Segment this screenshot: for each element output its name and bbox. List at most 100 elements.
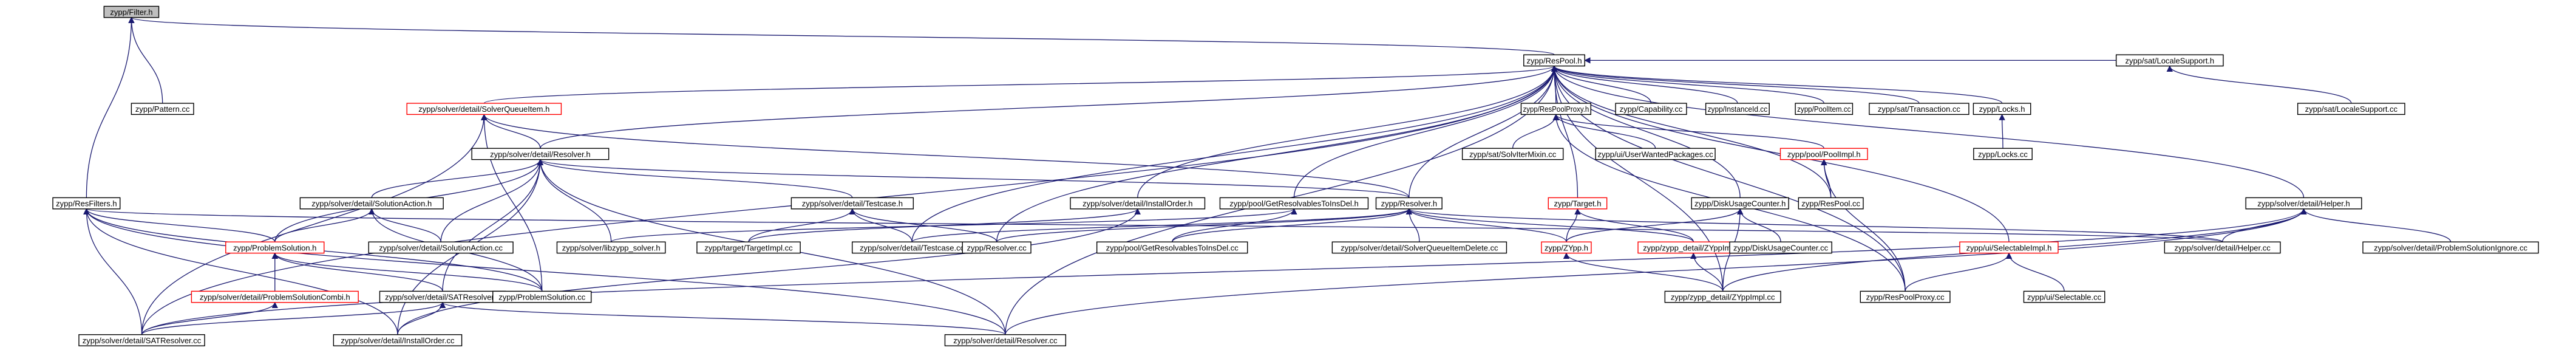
- file-node[interactable]: zypp/sat/SolvIterMixin.cc: [1461, 148, 1564, 160]
- file-node[interactable]: zypp/solver/detail/SATResolver.h: [379, 290, 506, 303]
- file-node[interactable]: zypp/Pattern.cc: [131, 103, 194, 115]
- include-edge: [1005, 208, 2307, 335]
- include-edge: [271, 252, 443, 292]
- file-node[interactable]: zypp/solver/detail/Resolver.h: [471, 148, 610, 160]
- node-label: zypp/ui/Selectable.cc: [2027, 293, 2102, 302]
- file-node[interactable]: zypp/solver/detail/InstallOrder.cc: [333, 334, 463, 346]
- file-node[interactable]: zypp/sat/LocaleSupport.cc: [2297, 103, 2405, 115]
- node-box: [1331, 241, 1507, 254]
- file-node[interactable]: zypp/Target.h: [1548, 197, 1608, 210]
- include-edge: [369, 208, 441, 242]
- file-node[interactable]: zypp/pool/GetResolvablesToInsDel.cc: [1096, 241, 1248, 254]
- file-node[interactable]: zypp/Locks.h: [1973, 103, 2031, 115]
- file-node[interactable]: zypp/ZYpp.h: [1541, 241, 1592, 254]
- node-box: [1070, 197, 1206, 210]
- file-node[interactable]: zypp/sat/LocaleSupport.h: [2115, 54, 2224, 67]
- file-node[interactable]: zypp/solver/detail/SolverQueueItemDelete…: [1331, 241, 1507, 254]
- file-node[interactable]: zypp/ResPool.h: [1523, 54, 1585, 67]
- file-node[interactable]: zypp/solver/detail/SolutionAction.h: [299, 197, 444, 210]
- node-label: zypp/ui/UserWantedPackages.cc: [1597, 149, 1713, 159]
- file-node[interactable]: zypp/solver/detail/Testcase.cc: [852, 241, 973, 254]
- include-edge: [483, 65, 1557, 104]
- file-node[interactable]: zypp/solver/detail/SATResolver.cc: [78, 334, 205, 346]
- file-node[interactable]: zypp/Capability.cc: [1615, 103, 1687, 115]
- file-node[interactable]: zypp/solver/detail/Helper.cc: [2164, 241, 2281, 254]
- file-node[interactable]: zypp/zypp_detail/ZYppImpl.cc: [1664, 290, 1781, 303]
- file-node[interactable]: zypp/solver/detail/SolverQueueItem.h: [406, 103, 562, 115]
- file-node[interactable]: zypp/DiskUsageCounter.cc: [1729, 241, 1832, 254]
- include-edge: [1551, 65, 1652, 104]
- node-box: [944, 334, 1067, 346]
- file-node[interactable]: zypp/DiskUsageCounter.h: [1691, 197, 1789, 210]
- file-node[interactable]: zypp/ResPool.cc: [1798, 197, 1864, 210]
- node-box: [2115, 54, 2224, 67]
- node-label: zypp/solver/detail/Helper.h: [2257, 199, 2350, 208]
- include-edge: [1551, 65, 1579, 198]
- file-node[interactable]: zypp/ui/UserWantedPackages.cc: [1595, 148, 1716, 160]
- file-node[interactable]: zypp/ResPoolProxy.h: [1520, 103, 1591, 115]
- node-label: zypp/PoolItem.cc: [1797, 105, 1851, 114]
- node-box: [1595, 148, 1716, 160]
- file-node[interactable]: zypp/pool/GetResolvablesToInsDel.h: [1219, 197, 1369, 210]
- include-edge: [1293, 65, 1558, 198]
- file-node[interactable]: zypp/ResPoolProxy.cc: [1860, 290, 1951, 303]
- file-node[interactable]: zypp/zypp_detail/ZYppImpl.h: [1637, 241, 1750, 254]
- file-node[interactable]: zypp/PoolItem.cc: [1795, 103, 1854, 115]
- file-node[interactable]: zypp/solver/detail/Resolver.cc: [944, 334, 1067, 346]
- file-node[interactable]: zypp/target/TargetImpl.cc: [696, 241, 801, 254]
- node-box: [1541, 241, 1592, 254]
- node-label: zypp/solver/detail/InstallOrder.h: [1082, 199, 1192, 208]
- edge-layer: [83, 16, 2452, 335]
- include-edge: [440, 159, 544, 242]
- file-node[interactable]: zypp/solver/detail/ProblemSolutionIgnore…: [2362, 241, 2539, 254]
- include-edge: [537, 159, 853, 198]
- include-edge: [1690, 252, 1724, 292]
- include-edge: [128, 16, 163, 104]
- node-box: [696, 241, 801, 254]
- file-node[interactable]: zypp/Resolver.cc: [962, 241, 1031, 254]
- node-box: [790, 197, 914, 210]
- node-box: [1615, 103, 1687, 115]
- node-box: [78, 334, 205, 346]
- include-edge: [397, 301, 446, 335]
- file-node[interactable]: zypp/solver/detail/SolutionAction.cc: [368, 241, 514, 254]
- file-node[interactable]: zypp/InstanceId.cc: [1705, 103, 1770, 115]
- file-node[interactable]: zypp/ui/SelectableImpl.h: [1959, 241, 2059, 254]
- node-label: zypp/Resolver.cc: [967, 243, 1027, 252]
- include-edge: [1574, 208, 1694, 242]
- file-node[interactable]: zypp/solver/detail/InstallOrder.h: [1070, 197, 1206, 210]
- include-edge: [2166, 65, 2352, 104]
- include-edge: [2222, 208, 2307, 242]
- file-node[interactable]: zypp/ProblemSolution.cc: [492, 290, 592, 303]
- file-node[interactable]: zypp/solver/detail/ProblemSolutionCombi.…: [191, 290, 359, 303]
- file-node[interactable]: zypp/sat/Transaction.cc: [1869, 103, 1969, 115]
- include-edge: [128, 16, 1555, 55]
- node-box: [2362, 241, 2539, 254]
- node-label: zypp/solver/detail/SATResolver.cc: [83, 336, 202, 345]
- file-node[interactable]: zypp/Locks.cc: [1973, 148, 2033, 160]
- node-label: zypp/solver/detail/ProblemSolutionIgnore…: [2374, 243, 2527, 252]
- node-label: zypp/Pattern.cc: [135, 105, 190, 114]
- include-edge: [442, 159, 544, 292]
- include-edge: [849, 208, 997, 242]
- include-edge: [481, 114, 543, 292]
- file-node[interactable]: zypp/ResFilters.h: [52, 197, 121, 210]
- include-edge: [849, 208, 912, 242]
- node-box: [471, 148, 610, 160]
- file-node[interactable]: zypp/pool/PoolImpl.h: [1779, 148, 1868, 160]
- include-edge: [1172, 208, 1412, 242]
- node-box: [1959, 241, 2059, 254]
- include-edge: [748, 208, 856, 242]
- include-edge: [1821, 159, 1906, 292]
- node-label: zypp/solver/detail/ProblemSolutionCombi.…: [200, 293, 350, 302]
- include-edge: [1551, 65, 2003, 104]
- file-node[interactable]: zypp/Resolver.h: [1375, 197, 1443, 210]
- node-box: [1096, 241, 1248, 254]
- file-node[interactable]: zypp/solver/detail/Helper.h: [2245, 197, 2362, 210]
- file-node[interactable]: zypp/solver/libzypp_solver.h: [556, 241, 666, 254]
- root-file-node: zypp/Filter.h: [103, 5, 160, 18]
- include-edge: [84, 208, 2223, 242]
- file-node[interactable]: zypp/ui/Selectable.cc: [2023, 290, 2105, 303]
- file-node[interactable]: zypp/solver/detail/Testcase.h: [790, 197, 914, 210]
- file-node[interactable]: zypp/ProblemSolution.h: [225, 241, 325, 254]
